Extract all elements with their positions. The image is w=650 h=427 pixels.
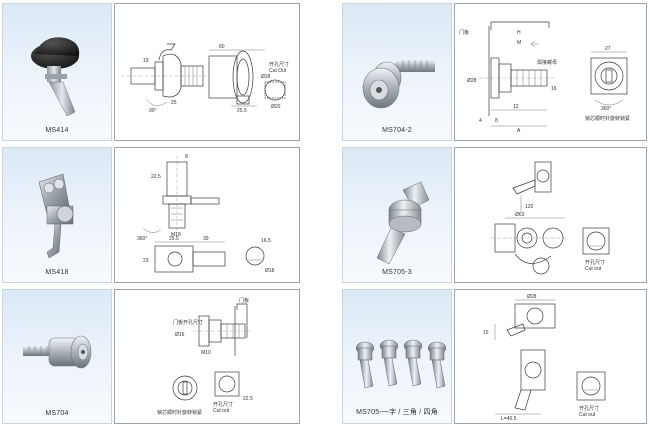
product-label: MS705-一字 / 三角 / 四角: [356, 409, 438, 416]
dim-label: Ø63: [515, 212, 525, 218]
dim-label: M18: [171, 232, 181, 238]
dim-label: 360°: [137, 236, 147, 242]
dim-label: 120: [525, 204, 534, 210]
dim-label: 23: [143, 258, 149, 264]
dim-label: Ø20: [271, 104, 281, 110]
dim-label: 开孔尺寸: [585, 259, 605, 266]
dim-label: 门板: [459, 29, 469, 36]
dim-label: M10: [201, 350, 211, 356]
dim-label: 12: [513, 104, 519, 110]
ms705-variants-drawing: Ø28 15 L=40.5 开孔尺寸 Cut out: [483, 294, 606, 422]
dim-label: 22.5: [151, 174, 161, 180]
dim-label: 80: [219, 44, 225, 50]
dim-label: 19: [143, 58, 149, 64]
product-photo-ms704: MS704: [2, 289, 112, 424]
dim-label: 锁芯顺时针旋转锁紧: [585, 115, 630, 122]
ms704-photo-illustration: [23, 335, 92, 369]
dim-label: Ø28: [261, 74, 271, 80]
dim-label: 8: [495, 118, 498, 124]
dim-label: H: [517, 30, 521, 36]
product-label: MS704-2: [382, 127, 412, 134]
technical-drawing-ms418: 22.5 8 M18 360° 25.5 39 23 16.5 Ø18: [114, 147, 300, 283]
product-photo-ms418: MS418: [2, 147, 112, 283]
ms704-drawing: 门板 门板开孔尺寸 M10 Ø16 锁芯顺时针旋转锁紧 开孔尺寸 Cut out…: [157, 297, 253, 416]
dim-label: Cut Out: [269, 68, 287, 74]
product-photo-ms704-2: MS704-2: [342, 3, 452, 141]
dim-label: Ø18: [265, 268, 275, 274]
dim-label: 4: [479, 118, 482, 124]
technical-drawing-ms705-variants: Ø28 15 L=40.5 开孔尺寸 Cut out: [454, 289, 647, 424]
dim-label: Ø16: [175, 332, 185, 338]
dim-label: 8: [185, 154, 188, 160]
dim-label: Ø28: [467, 78, 477, 84]
dim-label: 25.5: [237, 108, 247, 114]
dim-label: 16.5: [261, 238, 271, 244]
ms704-2-photo-illustration: [362, 60, 435, 109]
ms414-drawing: 90° 80 25.5 开孔尺寸 Cut Out Ø28 Ø20 19 25: [121, 43, 289, 114]
ms418-drawing: 22.5 8 M18 360° 25.5 39 23 16.5 Ø18: [137, 154, 275, 274]
dim-label: A: [517, 128, 521, 134]
technical-drawing-ms704: 门板 门板开孔尺寸 M10 Ø16 锁芯顺时针旋转锁紧 开孔尺寸 Cut out…: [114, 289, 300, 424]
ms418-photo-illustration: [38, 173, 74, 259]
technical-drawing-ms414: 90° 80 25.5 开孔尺寸 Cut Out Ø28 Ø20 19 25: [114, 3, 300, 141]
dim-label: 开孔尺寸: [269, 61, 289, 68]
ms704-2-drawing: 门板 H M 焊接螺母 Ø28 16 12 4 8 A 27 360° 锁芯顺时…: [459, 21, 630, 134]
dim-label: 锁芯顺时针旋转锁紧: [157, 409, 202, 416]
dim-label: 16: [551, 86, 557, 92]
dim-label: 15: [483, 330, 489, 336]
dim-label: 开孔尺寸: [213, 401, 233, 408]
product-photo-ms705-3: MS705-3: [342, 147, 452, 283]
dim-label: 360°: [601, 106, 611, 112]
dim-label: 22.5: [243, 396, 253, 402]
dim-label: 焊接螺母: [537, 59, 557, 66]
dim-label: Ø28: [527, 294, 537, 300]
dim-label: M: [517, 40, 521, 46]
dim-label: 25: [171, 100, 177, 106]
dim-label: 门板开孔尺寸: [173, 319, 203, 326]
dim-label: 90°: [149, 108, 157, 114]
dim-label: 39: [203, 236, 209, 242]
product-label: MS418: [45, 269, 69, 276]
product-label: MS704: [45, 410, 69, 417]
product-photo-ms705-variants: MS705-一字 / 三角 / 四角: [342, 289, 452, 424]
ms414-photo-illustration: [31, 37, 80, 117]
dim-label: 25.5: [169, 236, 179, 242]
ms705-3-drawing: 120 Ø63 开孔尺寸 Cut out: [491, 161, 610, 275]
dim-label: Cut out: [213, 408, 230, 414]
product-photo-ms414: MS414: [2, 3, 112, 141]
ms705-variants-photo-illustration: [355, 339, 447, 389]
dim-label: 门板: [239, 297, 249, 304]
dim-label: 开孔尺寸: [579, 405, 599, 412]
technical-drawing-ms705-3: 120 Ø63 开孔尺寸 Cut out: [454, 147, 647, 283]
ms705-3-photo-illustration: [376, 181, 430, 265]
product-label: MS414: [45, 127, 69, 134]
dim-label: Cut out: [579, 412, 596, 418]
dim-label: L=40.5: [501, 416, 517, 422]
product-label: MS705-3: [382, 269, 412, 276]
dim-label: 27: [605, 46, 611, 52]
technical-drawing-ms704-2: 门板 H M 焊接螺母 Ø28 16 12 4 8 A 27 360° 锁芯顺时…: [454, 3, 647, 141]
dim-label: Cut out: [585, 266, 602, 272]
